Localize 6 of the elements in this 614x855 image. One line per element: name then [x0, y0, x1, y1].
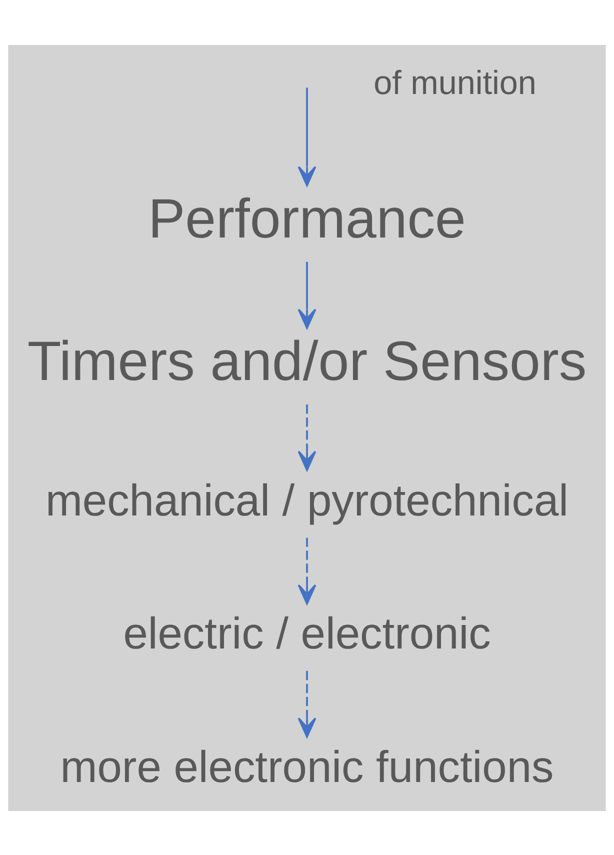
- node-text: mechanical / pyrotechnical: [45, 476, 569, 525]
- label: of munition: [374, 64, 536, 102]
- node-text: more electronic functions: [60, 742, 554, 792]
- node-text: electric / electronic: [123, 609, 491, 658]
- node-text: Timers and/or Sensors: [27, 329, 587, 392]
- node-text: Performance: [148, 186, 466, 249]
